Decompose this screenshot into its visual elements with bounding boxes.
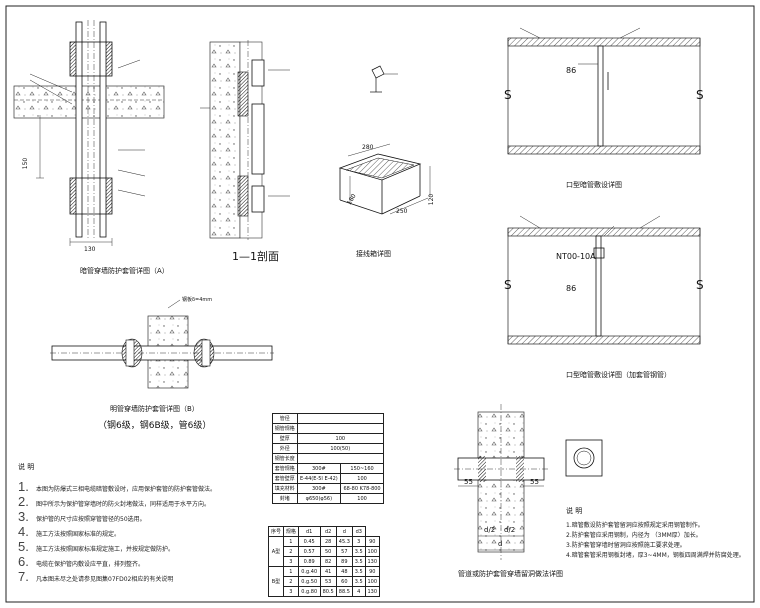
note-right-4: 4.暗管套管采用钢板封堵，厚3~4MM，钢板四周满焊并防腐处理。: [566, 552, 745, 559]
box-86-b: 86: [566, 284, 577, 293]
table-row: 钢管规格: [272, 423, 385, 434]
surface-pipe-b-title: 口型暗管敷设详图（加套管钢管）: [566, 371, 671, 379]
pipe-wall-opening-detail: [454, 404, 603, 560]
dim-55-left: 55: [464, 478, 473, 486]
detail-a-title: 暗管穿墙防护套管详图（A）: [80, 267, 169, 275]
dim-130: 130: [84, 246, 96, 253]
detail-a-wall-sleeve: [13, 20, 165, 246]
note-text-3: 保护管的尺寸应按照穿管管径的50选用。: [36, 516, 146, 523]
dim-55-right: 55: [530, 478, 539, 486]
note-num-5: 5.: [18, 539, 29, 554]
note-num-6: 6.: [18, 554, 29, 569]
note-text-4: 施工方法按照国家标准的规定。: [36, 531, 121, 538]
nt-model-label: NT00-10A: [556, 252, 596, 261]
box-86-a: 86: [566, 66, 577, 75]
note-num-7: 7.: [18, 569, 29, 584]
table-header-row: 序号 规格 d1 d2 d d3: [268, 526, 380, 537]
note-num-3: 3.: [18, 509, 29, 524]
dim-280: 280: [362, 144, 374, 151]
surface-pipe-detail-b: [507, 215, 701, 345]
note-text-7: 凡本图未尽之处请参见图集07FD02相应的有关说明: [36, 576, 174, 583]
note-num-4: 4.: [18, 524, 29, 539]
junction-box-detail: [338, 65, 431, 215]
pipe-wall-title: 管道或防护套管穿墙留洞做法详图: [458, 570, 563, 578]
s-mark-a-right: S: [696, 88, 704, 102]
note-right-2: 2.防护套管应采用钢制，内径为 （3MM厚）加长。: [566, 532, 702, 539]
dim-150: 150: [22, 157, 30, 170]
table-row: 管径: [272, 413, 385, 424]
note-text-6: 电缆在保护管内敷设应平直，排列整齐。: [36, 561, 145, 568]
dim-d2-right: d/2: [504, 526, 516, 534]
section-1-1: [200, 40, 290, 240]
note-text-5: 施工方法按照国家标准规定施工，并按规定做防护。: [36, 546, 175, 553]
s-mark-b-right: S: [696, 278, 704, 292]
detail-b-title: 明管穿墙防护套管详图（B）: [110, 405, 199, 413]
notes-left-heading: 说 明: [18, 463, 35, 471]
s-mark-b-left: S: [504, 278, 512, 292]
note-num-2: 2.: [18, 494, 29, 509]
surface-pipe-detail-a: [507, 27, 701, 155]
dim-d2-left: d/2: [484, 526, 496, 534]
detail-b-wall-sleeve: [50, 299, 274, 389]
dim-250: 250: [396, 208, 408, 215]
sheet-border: [5, 5, 755, 603]
dim-120: 120: [428, 193, 436, 206]
surface-pipe-a-title: 口型暗管敷设详图: [566, 181, 622, 189]
junction-box-title: 接线箱详图: [356, 250, 391, 258]
note-text-1: 本图为防爆式三相电缆暗管敷设时，应用保护套管的防护套管做法。: [36, 486, 217, 493]
s-mark-a-left: S: [504, 88, 512, 102]
table-row: 钢管长度: [272, 453, 385, 464]
steel-plate-label: 钢板δ=4mm: [182, 297, 213, 303]
note-right-1: 1.暗管敷设防护套管留洞应按照规定采用钢管制作。: [566, 522, 704, 529]
note-right-3: 3.防护套管穿墙时留洞应按照施工要求处理。: [566, 542, 686, 549]
note-text-2: 图中所示为保护管穿墙时的防火封堵做法，同样适用于水平方向。: [36, 501, 211, 508]
note-num-1: 1.: [18, 479, 29, 494]
section-1-1-title: 1—1剖面: [232, 250, 279, 263]
notes-right-heading: 说 明: [566, 507, 583, 515]
dim-d: d: [498, 540, 503, 548]
detail-b-subtitle: （钢6级，钢6B级，管6级）: [98, 421, 212, 431]
